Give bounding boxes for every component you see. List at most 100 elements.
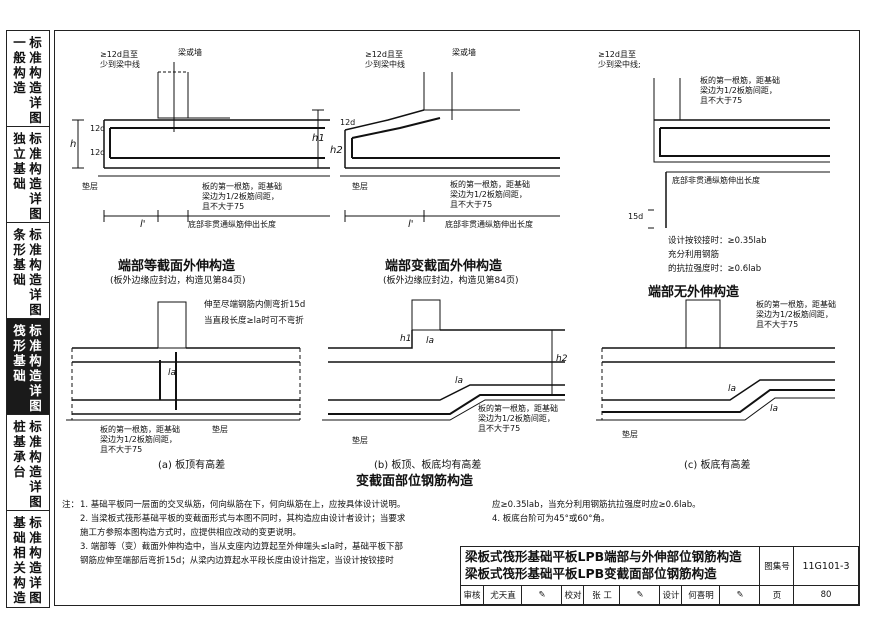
tab-isolated-label: 独立基础: [13, 131, 26, 191]
note-item: 2. 当梁板式筏形基础平板的变截面形式与本图不同时，其构造应由设计者设计；当要求: [80, 514, 406, 524]
notes-label: 注：: [62, 500, 80, 510]
note-item: 1. 基础平板同一层面的交叉纵筋，何向纵筋在下，何向纵筋在上，应按具体设计说明。: [80, 500, 406, 510]
tab-strip-label: 条形基础: [13, 227, 26, 287]
tab-general-label: 一般构造: [13, 35, 26, 95]
page-number: 80: [793, 585, 858, 604]
tr-title: 端部无外伸构造: [648, 285, 740, 300]
tab-pile-cap[interactable]: 桩基承台 标准构造详图: [7, 415, 49, 511]
tab-pile-sublabel: 标准构造详图: [29, 419, 42, 509]
note-item: 施工方参照本图构造方式时，应提供相应改动的变更说明。: [80, 528, 302, 538]
ba-pad-label: 垫层: [212, 425, 228, 434]
title-cell: 梁板式筏形基础平板LPB端部与外伸部位钢筋构造 梁板式筏形基础平板LPB变截面部…: [461, 547, 759, 586]
tl-first-bar-label: 板的第一根筋，距基础 梁边为1/2板筋间距， 且不大于75: [202, 182, 282, 211]
bc-pad-label: 垫层: [622, 430, 638, 439]
checker-signature: ✎: [619, 585, 660, 604]
title-line-1: 梁板式筏形基础平板LPB端部与外伸部位钢筋构造: [465, 549, 742, 564]
atlas-number: 11G101-3: [793, 547, 858, 586]
tl-12d-upper: 12d: [90, 124, 106, 133]
sidebar: 一般构造 标准构造详图 独立基础 标准构造详图 条形基础 标准构造详图 筏形基础…: [6, 30, 50, 608]
bb-first-bar-label: 板的第一根筋，距基础 梁边为1/2板筋间距， 且不大于75: [478, 404, 558, 433]
ba-straight-label: 当直段长度≥la时可不弯折: [204, 316, 304, 326]
tab-raft-foundation[interactable]: 筏形基础 标准构造详图: [7, 319, 49, 415]
tm-pad-label: 垫层: [352, 182, 368, 191]
fig-bot-b-geometry: [322, 299, 565, 421]
tab-general[interactable]: 一般构造 标准构造详图: [7, 31, 49, 127]
tm-h1-label: h1: [312, 133, 325, 144]
tl-12d-lower: 12d: [90, 148, 106, 157]
fig-bot-a-geometry: [66, 301, 301, 421]
tm-first-bar-label: 板的第一根筋，距基础 梁边为1/2板筋间距， 且不大于75: [450, 180, 530, 209]
designer-signature: ✎: [719, 585, 760, 604]
tl-lprime-label: l': [140, 219, 146, 230]
checker-name: 张 工: [583, 585, 620, 604]
bb-pad-label: 垫层: [352, 436, 368, 445]
design-label: 设计: [659, 585, 682, 604]
bc-la1-label: la: [728, 384, 737, 394]
notes-block: 1. 基础平板同一层面的交叉纵筋，何向纵筋在下，何向纵筋在上，应按具体设计说明。…: [80, 498, 460, 568]
tr-anchor-label: ≥12d且至 少到梁中线;: [598, 50, 641, 69]
title-line-2: 梁板式筏形基础平板LPB变截面部位钢筋构造: [465, 566, 717, 581]
tr-first-bar-label: 板的第一根筋，距基础 梁边为1/2板筋间距， 且不大于75: [700, 76, 780, 105]
check-label: 校对: [561, 585, 584, 604]
tl-pad-label: 垫层: [82, 182, 98, 191]
tm-anchor-label: ≥12d且至 少到梁中线: [365, 50, 405, 69]
designer-name: 何喜明: [681, 585, 720, 604]
tab-strip-foundation[interactable]: 条形基础 标准构造详图: [7, 223, 49, 319]
tl-title: 端部等截面外伸构造: [118, 259, 236, 274]
ba-caption: (a) 板顶有高差: [158, 460, 226, 471]
tl-ext-label: 底部非贯通纵筋伸出长度: [188, 220, 276, 229]
drawing-frame: [54, 30, 860, 606]
fig-top-left-geometry: [72, 62, 330, 222]
tr-15d-label: 15d: [628, 212, 644, 221]
tab-isolated-foundation[interactable]: 独立基础 标准构造详图: [7, 127, 49, 223]
note-item: 4. 板底台阶可为45°或60°角。: [492, 514, 610, 524]
bb-h1-label: h1: [400, 334, 412, 344]
tab-raft-label: 筏形基础: [13, 323, 26, 383]
note-item: 3. 端部等（变）截面外伸构造中，当从支座内边算起至外伸端头≤la时，基础平板下…: [80, 542, 404, 552]
tl-h-label: h: [70, 139, 77, 150]
fig-bot-c-geometry: [596, 299, 835, 421]
bb-caption: (b) 板顶、板底均有高差: [374, 460, 482, 471]
tr-ext-label: 底部非贯通纵筋伸出长度: [672, 176, 760, 185]
bc-caption: (c) 板底有高差: [684, 460, 751, 471]
tm-beam-label: 梁或墙: [452, 48, 476, 57]
notes-right-block: 应≥0.35lab，当充分利用钢筋抗拉强度时应≥0.6lab。 4. 板底台阶可…: [492, 498, 852, 526]
tab-related[interactable]: 基础相关构造 标准构造详图: [7, 511, 49, 607]
tm-ext-label: 底部非贯通纵筋伸出长度: [445, 220, 533, 229]
tm-lprime-label: l': [408, 219, 414, 230]
bc-first-bar-label: 板的第一根筋，距基础 梁边为1/2板筋间距， 且不大于75: [756, 300, 836, 329]
note-item: 应≥0.35lab，当充分利用钢筋抗拉强度时应≥0.6lab。: [492, 500, 701, 510]
tl-subtitle: (板外边缘应封边，构造见第84页): [110, 276, 246, 286]
fig-top-mid-geometry: [312, 72, 560, 222]
tl-beam-label: 梁或墙: [178, 48, 202, 57]
tab-raft-sublabel: 标准构造详图: [29, 323, 42, 413]
bc-la2-label: la: [770, 404, 779, 414]
tab-strip-sublabel: 标准构造详图: [29, 227, 42, 317]
tm-12d-label: 12d: [340, 118, 356, 127]
tm-subtitle: (板外边缘应封边，构造见第84页): [383, 276, 519, 286]
review-label: 审核: [463, 590, 481, 601]
tm-h2-label: h2: [330, 145, 343, 156]
tr-note1: 设计按铰接时：≥0.35lab: [668, 236, 767, 246]
reviewer-signature: ✎: [521, 585, 562, 604]
reviewer-name: 尤天直: [483, 585, 522, 604]
tl-anchor-label: ≥12d且至 少到梁中线: [100, 50, 140, 69]
tr-note3: 的抗拉强度时：≥0.6lab: [668, 264, 762, 274]
fig-top-right-geometry: [648, 78, 830, 229]
tab-related-sublabel: 标准构造详图: [29, 515, 42, 605]
tab-isolated-sublabel: 标准构造详图: [29, 131, 42, 221]
tm-title: 端部变截面外伸构造: [385, 259, 503, 274]
atlas-label: 图集号: [759, 547, 794, 586]
tr-note2: 充分利用钢筋: [668, 250, 720, 260]
signature-row: 审核 尤天直 ✎ 校对 张 工 ✎ 设计 何喜明 ✎ 页 80: [461, 585, 857, 604]
tab-pile-label: 桩基承台: [13, 419, 26, 479]
bottom-title: 变截面部位钢筋构造: [356, 474, 474, 489]
note-item: 钢筋应伸至端部后弯折15d；从梁内边算起水平段长度由设计指定，当设计按铰接时: [80, 556, 394, 566]
page-label: 页: [759, 585, 794, 604]
ba-la-label: la: [168, 368, 177, 378]
bb-la2-label: la: [455, 376, 464, 386]
tab-general-sublabel: 标准构造详图: [29, 35, 42, 125]
ba-first-bar-label: 板的第一根筋，距基础 梁边为1/2板筋间距， 且不大于75: [100, 425, 180, 454]
